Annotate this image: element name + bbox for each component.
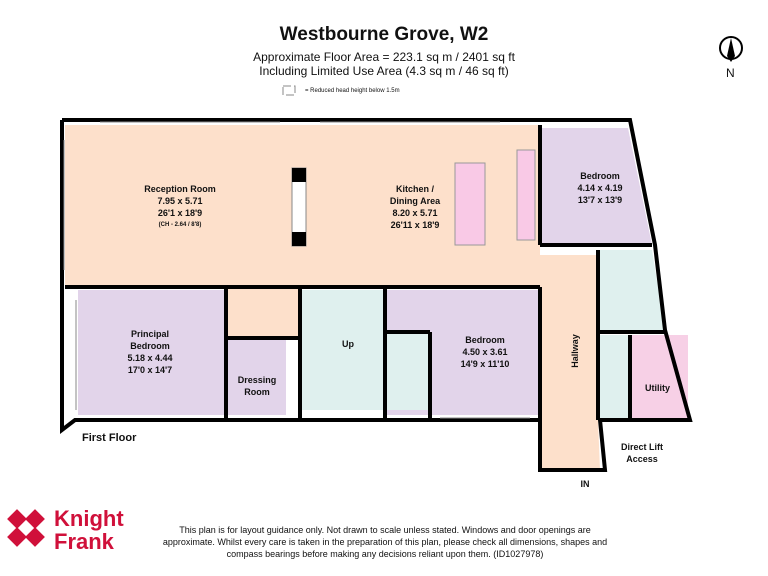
reduced-height-legend-swatch [282, 85, 296, 96]
wc-area [598, 335, 630, 420]
inner-corridor [228, 288, 300, 338]
disclaimer: This plan is for layout guidance only. N… [162, 525, 608, 559]
compass-label: N [726, 66, 735, 80]
limited-use-area: Including Limited Use Area (4.3 sq m / 4… [259, 64, 509, 78]
hallway-area [515, 255, 600, 470]
shower-room-area [387, 332, 430, 410]
bedroom-top-area [540, 128, 652, 245]
kitchen-units [516, 149, 536, 241]
up-label: Up [342, 339, 354, 349]
walls [60, 118, 693, 472]
kitchen-island [454, 162, 486, 246]
knight-frank-logo-mark [7, 509, 45, 547]
floor-label: First Floor [82, 432, 137, 444]
bathroom-up-area [300, 290, 385, 410]
page-title: Westbourne Grove, W2 [279, 24, 489, 45]
dressing-room-area [228, 338, 286, 415]
legend-text: = Reduced head height below 1.5m [305, 88, 400, 94]
floor-area: Approximate Floor Area = 223.1 sq m / 24… [253, 50, 515, 64]
entrance-label: IN [580, 479, 590, 489]
hallway-label: Hallway [570, 334, 580, 368]
principal-bedroom-area [78, 290, 226, 415]
utility-label: Utility [644, 383, 670, 393]
ensuite-area [598, 250, 665, 330]
compass [719, 36, 743, 62]
